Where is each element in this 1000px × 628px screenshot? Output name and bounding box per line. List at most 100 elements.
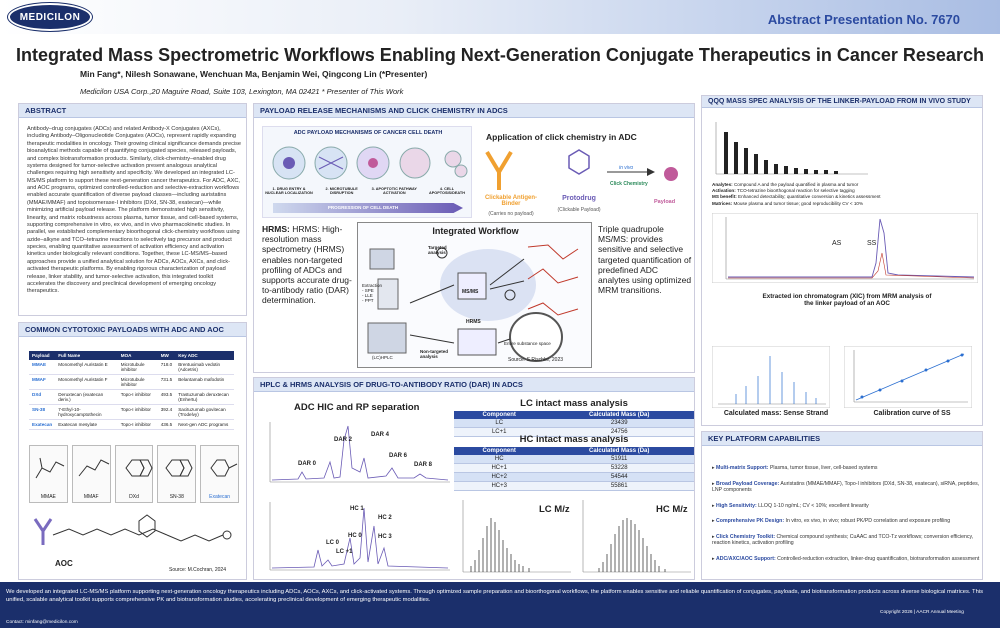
structure-mmae: MMAE	[29, 445, 68, 503]
qqq-heading: QQQ MASS SPEC ANALYSIS OF THE LINKER-PAY…	[702, 96, 982, 108]
mw-cell: 718.0	[157, 360, 176, 375]
rp-hc2: HC 2	[378, 515, 392, 521]
clickable-antigen-binder: Clickable Antigen-Binder	[484, 195, 538, 207]
qqq-section: QQQ MASS SPEC ANALYSIS OF THE LINKER-PAY…	[701, 95, 983, 426]
hc-title: HC intact mass analysis	[519, 434, 629, 445]
adc-cell: Brentuximab vedotin (Adcetris)	[175, 360, 234, 375]
payload-cell: MMAF	[29, 374, 56, 390]
name-cell: Monomethyl Auristatin E	[55, 360, 118, 375]
list-item: ▸ Comprehensive PK Design: In vitro, ex …	[712, 518, 951, 524]
hrms-text: HRMS: HRMS: High-resolution mass spectro…	[262, 224, 352, 306]
col-component: Component	[454, 411, 545, 419]
payloads-section: COMMON CYTOTOXIC PAYLOADS WITH ADC AND A…	[18, 322, 247, 580]
col-component: Component	[454, 447, 545, 455]
hic-title: ADC HIC and RP separation	[294, 402, 420, 413]
wf-hrms: HRMS	[466, 319, 481, 325]
mw-cell: 392.4	[157, 404, 176, 420]
mw-cell: 731.5	[157, 374, 176, 390]
rp-hc0: HC 0	[348, 533, 362, 539]
affiliation: Medicilon USA Corp.,20 Maguire Road, Sui…	[80, 87, 404, 96]
structure-sn38: SN-38	[157, 445, 197, 503]
click-diagram	[485, 149, 678, 190]
col-key-adc: Key ADC	[175, 351, 234, 360]
rp-chromatogram	[269, 502, 450, 571]
hic-chromatogram	[269, 422, 450, 483]
payload-release-section: PAYLOAD RELEASE MECHANISMS AND CLICK CHE…	[253, 103, 695, 373]
xic-chart	[712, 213, 978, 283]
payload-cell: Exatecan	[29, 419, 56, 430]
qqq-bar-chart	[715, 122, 868, 175]
component-cell: LC+1	[454, 427, 545, 437]
capabilities-heading: KEY PLATFORM CAPABILITIES	[702, 432, 982, 446]
ss-calibration-curve	[844, 346, 972, 408]
poster-title: Integrated Mass Spectrometric Workflows …	[16, 45, 984, 65]
ss-mass-spectrum	[712, 346, 830, 408]
col-mass: Calculated Mass (Da)	[544, 411, 694, 419]
qqq-note: Matrices: Mouse plasma and tumor tissue;…	[712, 200, 864, 206]
as-label: AS	[832, 240, 842, 247]
structure-dxd: DXd	[114, 445, 154, 503]
moa-cell: Microtubule inhibitor	[117, 374, 158, 390]
payload-cell: SN-38	[29, 404, 56, 420]
dar2-label: DAR 2	[334, 437, 353, 443]
abstract-section: ABSTRACT Antibody–drug conjugates (ADCs)…	[18, 103, 247, 316]
calib-caption: Calibration curve of SS	[873, 410, 951, 417]
mass-cell: 24756	[544, 427, 694, 437]
abstract-number: Abstract Presentation No. 7670	[767, 12, 960, 27]
col-mw: MW	[157, 351, 176, 360]
mass-cell: 53228	[544, 463, 694, 473]
payloads-source: Source: M.Cochran, 2024	[169, 567, 226, 573]
rp-lc0: LC 0	[326, 540, 340, 546]
in-vivo-label: in vivo	[619, 165, 634, 171]
adc-cell: Sacituzumab govitecan (Trodelvy)	[175, 404, 234, 420]
col-moa: MOA	[117, 351, 158, 360]
hc-mz-spectrum	[582, 500, 691, 573]
hrms-text-body: HRMS: High-resolution mass spectrometry …	[262, 224, 352, 306]
mass-cell: 23439	[544, 419, 694, 428]
adc-steps: 1. DRUG ENTRY & NUCLEAR LOCALIZATION 2. …	[265, 187, 471, 195]
adc-step: 1. DRUG ENTRY & NUCLEAR LOCALIZATION	[265, 187, 313, 195]
list-item: ▸ Multi-matrix Support: Plasma, tumor ti…	[712, 465, 878, 471]
structure-mmaf: MMAF	[71, 445, 111, 503]
payloads-heading: COMMON CYTOTOXIC PAYLOADS WITH ADC AND A…	[19, 323, 246, 337]
structure-label: DXd	[129, 494, 139, 500]
payload-label: Payload	[654, 199, 676, 205]
qqq-text-body: Triple quadrupole MS/MS: provides sensit…	[598, 224, 692, 296]
footer-copyright: Copyright 2026 | AACR Annual Meeting	[880, 610, 964, 615]
abstract-heading: ABSTRACT	[19, 104, 246, 118]
footer-summary: We developed an integrated LC-MS/MS plat…	[6, 589, 983, 604]
dar0-label: DAR 0	[298, 461, 317, 467]
rp-hc1: HC 1	[350, 506, 364, 512]
structure-label: MMAE	[40, 494, 56, 500]
moa-cell: Topo-I inhibitor	[117, 404, 158, 420]
col-payload: Payload	[29, 351, 56, 360]
wf-extraction: Extraction - SPE - LLE - PPT	[362, 283, 383, 303]
mw-cell: 493.5	[157, 389, 176, 405]
clickable-payload: (Clickable Payload)	[557, 207, 601, 213]
qqq-notes: Analytes: Compound A and the payload qua…	[712, 182, 978, 207]
wf-msms: MS/MS	[462, 289, 479, 295]
mass-cell: 54544	[544, 472, 694, 482]
component-cell: HC+3	[454, 481, 545, 491]
name-cell: Monomethyl Auristatin F	[55, 374, 118, 390]
qqq-note: Activation: TCO-tetrazine bioorthogonal …	[712, 188, 855, 194]
header-banner	[0, 0, 1000, 34]
aoc-structure	[33, 514, 232, 545]
component-cell: LC	[454, 419, 545, 428]
structure-label: SN-38	[169, 494, 184, 500]
dar6-label: DAR 6	[389, 453, 408, 459]
lc-mz-spectrum	[462, 500, 571, 573]
adc-step: 3. APOPTOTIC PATHWAY ACTIVATION	[371, 187, 417, 195]
lc-mz-label: LC M/z	[539, 504, 570, 515]
dar4-label: DAR 4	[371, 432, 390, 438]
capabilities-list: ▸ Multi-matrix Support: Plasma, tumor ti…	[712, 465, 980, 571]
adc-step: 2. MICROTUBULE DISRUPTION	[325, 187, 358, 195]
mw-cell: 436.5	[157, 419, 176, 430]
